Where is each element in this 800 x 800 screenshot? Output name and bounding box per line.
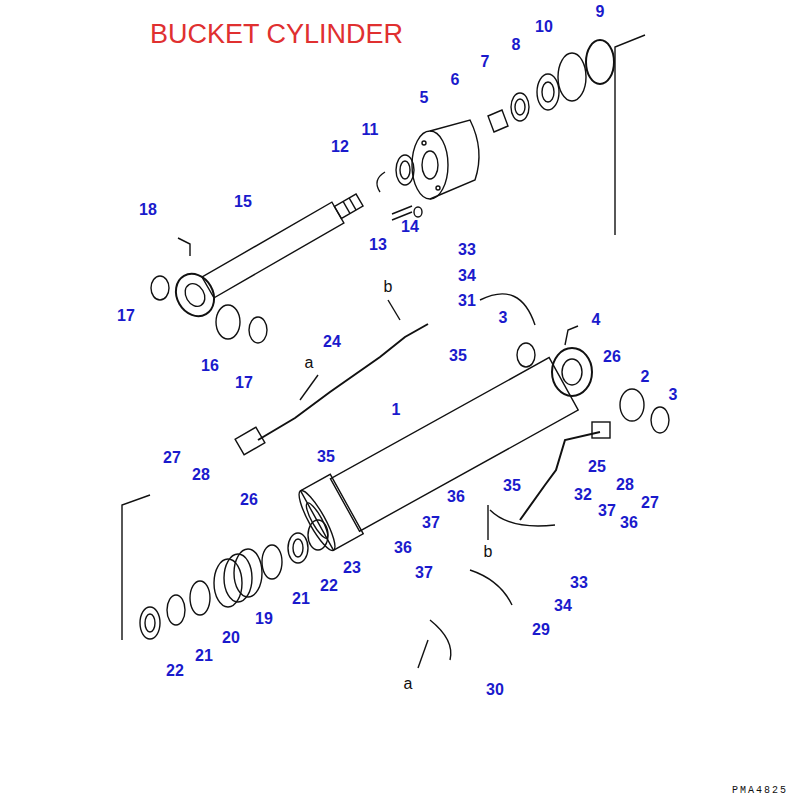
- callout-number: 34: [552, 597, 574, 615]
- callout-number: 26: [601, 348, 623, 366]
- callout-number: 8: [510, 36, 523, 54]
- callout-number: 21: [290, 590, 312, 608]
- callout-number: 37: [413, 564, 435, 582]
- callout-number: 37: [596, 502, 618, 520]
- callout-number: 22: [318, 577, 340, 595]
- callout-number: 35: [447, 347, 469, 365]
- callout-number: 12: [329, 138, 351, 156]
- connection-mark: b: [382, 278, 395, 296]
- callout-number: 36: [618, 514, 640, 532]
- callout-number: 13: [367, 236, 389, 254]
- callout-number: 37: [420, 514, 442, 532]
- callout-number: 10: [533, 18, 555, 36]
- callout-number: 35: [501, 477, 523, 495]
- callout-number: 27: [639, 494, 661, 512]
- connection-mark: a: [402, 675, 415, 693]
- callout-number: 28: [190, 466, 212, 484]
- callout-number: 33: [568, 574, 590, 592]
- callout-number: 19: [253, 610, 275, 628]
- callout-number: 3: [667, 386, 680, 404]
- diagram-title: BUCKET CYLINDER: [150, 20, 403, 50]
- callout-number: 33: [456, 241, 478, 259]
- callout-number: 20: [220, 629, 242, 647]
- callout-number: 22: [164, 662, 186, 680]
- callout-number: 25: [586, 458, 608, 476]
- callout-number: 14: [399, 218, 421, 236]
- drawing-code: PMA4825: [730, 785, 790, 796]
- callout-number: 30: [484, 681, 506, 699]
- callout-number: 36: [392, 539, 414, 557]
- callout-number: 32: [572, 486, 594, 504]
- callout-number: 3: [497, 309, 510, 327]
- callout-number: 15: [232, 193, 254, 211]
- callout-number: 27: [161, 449, 183, 467]
- callout-number: 31: [456, 292, 478, 310]
- callout-number: 7: [479, 53, 492, 71]
- callout-number: 2: [639, 368, 652, 386]
- callout-number: 26: [238, 491, 260, 509]
- callout-number: 29: [530, 621, 552, 639]
- connection-mark: b: [482, 543, 495, 561]
- callout-number: 28: [614, 476, 636, 494]
- callout-number: 34: [456, 267, 478, 285]
- callout-number: 23: [341, 559, 363, 577]
- callout-number: 4: [590, 311, 603, 329]
- callout-number: 35: [315, 448, 337, 466]
- callout-number: 9: [594, 3, 607, 21]
- callout-number: 6: [449, 71, 462, 89]
- callout-number: 16: [199, 357, 221, 375]
- connection-mark: a: [303, 354, 316, 372]
- callout-number: 5: [418, 89, 431, 107]
- callout-number: 18: [137, 201, 159, 219]
- callout-number: 11: [360, 121, 381, 139]
- callout-number: 21: [193, 647, 215, 665]
- callout-number: 17: [115, 307, 137, 325]
- callout-number: 1: [390, 401, 403, 419]
- callout-number: 36: [445, 488, 467, 506]
- callout-number: 24: [321, 333, 343, 351]
- callout-number: 17: [233, 374, 255, 392]
